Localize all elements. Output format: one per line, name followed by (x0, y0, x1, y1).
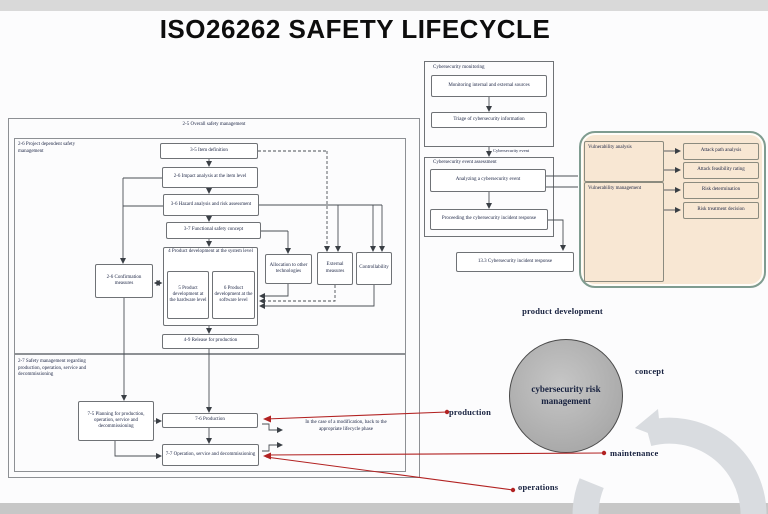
cybersecurity-monitoring-group (424, 61, 554, 147)
production-box: 7-6 Production (162, 413, 258, 428)
cycle-ring-icon (572, 417, 767, 514)
vulnerability-analysis-box: Vulnerability analysis (584, 141, 664, 182)
attack-feasibility-box: Attack feasibility rating (683, 162, 759, 179)
bottom-letterbox-bar (0, 503, 768, 514)
cybersecurity-event-label: Cybersecurity event (493, 148, 530, 153)
project-dependent-frame (14, 138, 406, 354)
project-dependent-label: 2-6 Project dependent safety management (18, 142, 76, 154)
page-title: ISO26262 SAFETY LIFECYCLE (159, 14, 551, 44)
modification-note: In the case of a modification, back to t… (305, 420, 387, 432)
overall-safety-management-frame (8, 118, 420, 478)
cybersecurity-risk-circle: cybersecurity risk management (509, 339, 623, 453)
cybersecurity-monitoring-label: Cybersecurity monitoring (433, 65, 485, 70)
attack-path-box: Attack path analysis (683, 143, 759, 160)
risk-determination-box: Risk determination (683, 182, 759, 199)
vulnerability-management-box: Vulnerability management (584, 182, 664, 282)
hardware-development-box: 5 Product development at the hardware le… (167, 271, 209, 319)
wheel-label-production: production (449, 407, 491, 417)
item-definition-box: 3-5 Item definition (160, 143, 258, 159)
event-assessment-group (424, 157, 554, 237)
wheel-label-operations: operations (518, 482, 559, 492)
proceeding-response-box: Proceeding the cybersecurity incident re… (430, 209, 548, 230)
triage-box: Triage of cybersecurity information (431, 112, 547, 128)
software-development-box: 6 Product development at the software le… (212, 271, 255, 319)
controllability-box: Controllability (356, 252, 392, 285)
operation-box: 7-7 Operation, service and decommissioni… (162, 444, 259, 466)
analyzing-event-box: Analyzing a cybersecurity event (430, 169, 546, 192)
incident-response-box: 13.3 Cybersecurity incident response (456, 252, 574, 272)
event-assessment-label: Cybersecurity event assessment (433, 160, 497, 165)
impact-analysis-box: 2-6 Impact analysis at the item level (162, 167, 258, 188)
overall-safety-management-label: 2-5 Overall safety management (182, 122, 246, 127)
wheel-label-maintenance: maintenance (610, 448, 659, 458)
monitoring-sources-box: Monitoring internal and external sources (431, 75, 547, 97)
risk-treatment-box: Risk treatment decision (683, 202, 759, 219)
hazard-analysis-box: 3-6 Hazard analysis and risk assessment (163, 194, 259, 216)
wheel-center-label: cybersecurity risk management (531, 384, 601, 406)
functional-safety-concept-box: 3-7 Functional safety concept (166, 222, 261, 239)
production-safety-label: 2-7 Safety management regarding producti… (18, 359, 87, 377)
planning-box: 7-5 Planning for production, operation, … (78, 401, 154, 441)
wheel-label-concept: concept (635, 366, 665, 376)
cycle-arrowhead-icon (635, 409, 661, 438)
allocation-box: Allocation to other technologies (265, 254, 312, 284)
external-measures-box: External measures (317, 252, 353, 285)
top-letterbox-bar (0, 0, 768, 11)
release-production-box: 4-9 Release for production (162, 334, 259, 349)
confirmation-measures-box: 2-6 Confirmation measures (95, 264, 153, 298)
wheel-label-product-development: product development (522, 306, 603, 316)
